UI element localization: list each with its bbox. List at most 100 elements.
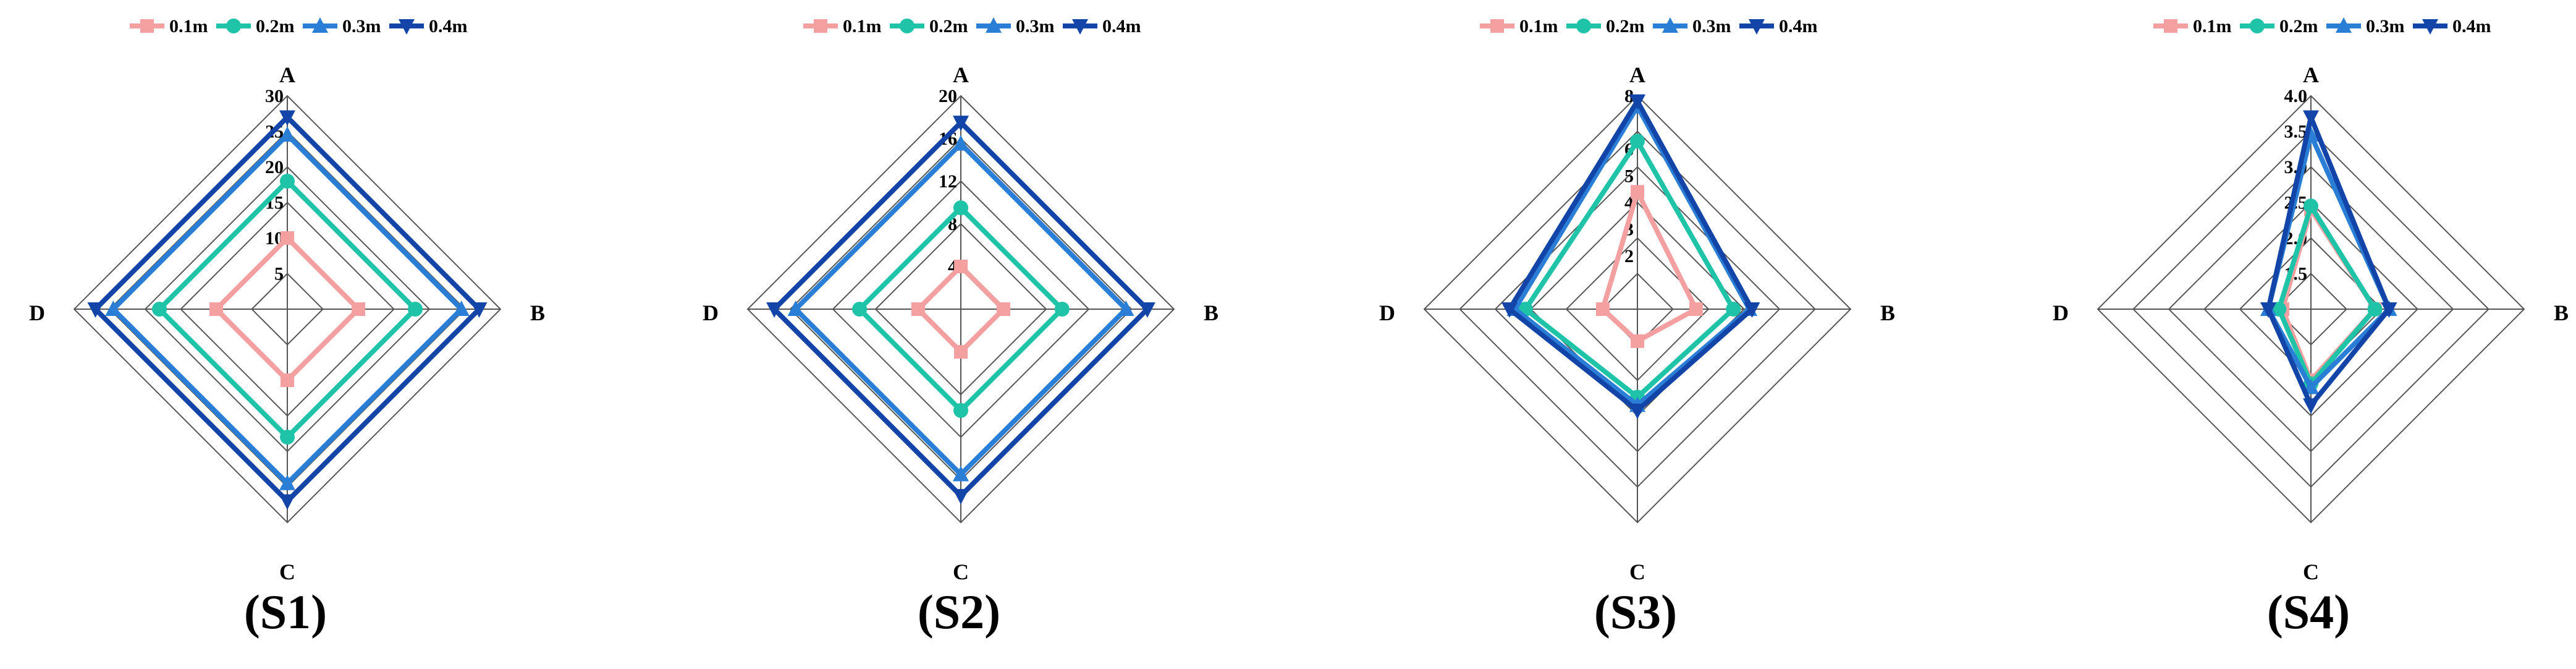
axis-label-a: A — [1629, 62, 1645, 87]
data-point — [1726, 302, 1741, 317]
data-point — [953, 403, 968, 418]
legend-label: 0.3m — [1692, 16, 1731, 36]
axis-label-c: C — [279, 560, 295, 584]
panel-caption-s1: (S1) — [243, 585, 327, 639]
legend-marker — [1072, 19, 1088, 35]
legend-marker — [226, 19, 241, 33]
axis-label-d: D — [2053, 300, 2069, 325]
data-point — [279, 126, 295, 142]
legend-label: 0.1m — [843, 16, 882, 36]
data-point — [152, 302, 167, 317]
data-point — [281, 373, 294, 387]
data-point — [1629, 403, 1645, 419]
data-point — [953, 135, 969, 151]
data-point — [280, 430, 295, 445]
axis-label-b: B — [1880, 300, 1895, 325]
legend-label: 0.1m — [1519, 16, 1558, 36]
data-point — [471, 302, 488, 318]
data-point — [1054, 302, 1070, 317]
data-point — [2367, 302, 2383, 317]
legend-marker — [399, 19, 415, 35]
data-point — [1501, 302, 1518, 318]
data-point — [953, 488, 969, 505]
data-point — [1630, 134, 1645, 149]
axis-label-d: D — [29, 300, 45, 325]
legend-marker — [814, 19, 827, 33]
data-point — [279, 474, 295, 490]
data-point — [997, 302, 1010, 316]
data-point — [279, 494, 295, 510]
data-point — [2271, 302, 2287, 317]
data-point — [105, 300, 122, 316]
data-point — [281, 231, 294, 245]
tick-label: 2 — [1624, 246, 1634, 266]
axis-label-a: A — [2303, 62, 2319, 87]
data-point — [766, 302, 783, 318]
legend-label: 0.2m — [2279, 16, 2318, 36]
axis-label-b: B — [2554, 300, 2569, 325]
legend-label: 0.3m — [342, 16, 381, 36]
data-point — [954, 260, 968, 273]
legend-label: 0.1m — [2193, 16, 2232, 36]
data-point — [1631, 334, 1644, 348]
axis-label-b: B — [1204, 300, 1218, 325]
data-point — [280, 174, 295, 189]
panel-caption-s3: (S3) — [1594, 585, 1678, 639]
legend-label: 0.4m — [429, 16, 468, 36]
legend-label: 0.1m — [169, 16, 208, 36]
data-point — [1118, 300, 1134, 316]
data-point — [87, 302, 104, 318]
data-point — [852, 302, 868, 317]
axis-label-a: A — [953, 62, 969, 87]
data-point — [1689, 302, 1703, 316]
legend-marker — [1749, 19, 1765, 35]
legend-marker — [1662, 17, 1678, 33]
data-point — [2303, 398, 2319, 414]
axis-label-d: D — [703, 300, 719, 325]
tick-label: 30 — [265, 86, 284, 106]
legend-marker — [140, 19, 154, 33]
tick-label: 4.0 — [2284, 86, 2308, 106]
legend-label: 0.3m — [1016, 16, 1055, 36]
tick-label: 20 — [265, 157, 284, 177]
tick-label: 20 — [939, 86, 957, 106]
data-point — [953, 116, 969, 132]
data-point — [911, 302, 925, 316]
data-point — [279, 110, 295, 126]
legend-label: 0.2m — [929, 16, 968, 36]
data-point — [954, 345, 968, 359]
legend-marker — [2422, 19, 2438, 35]
legend-label: 0.3m — [2366, 16, 2405, 36]
axis-label-d: D — [1379, 300, 1395, 325]
tick-label: 12 — [939, 171, 957, 192]
legend-label: 0.2m — [256, 16, 295, 36]
tick-label: 8 — [1624, 86, 1634, 106]
tick-label: 5 — [1624, 166, 1634, 186]
legend-marker — [986, 17, 1002, 33]
legend-marker — [1576, 19, 1591, 33]
data-point — [2303, 110, 2319, 126]
data-point — [408, 302, 423, 317]
data-point — [1629, 94, 1645, 110]
data-point — [2304, 198, 2318, 214]
data-point — [1744, 302, 1760, 318]
legend-marker — [2250, 19, 2265, 33]
axis-label-c: C — [2303, 560, 2319, 584]
data-point — [2381, 302, 2397, 318]
data-point — [787, 300, 804, 316]
legend-marker — [900, 19, 914, 33]
series-line-0-1m — [1600, 189, 1699, 344]
data-point — [209, 302, 223, 316]
axis-label-a: A — [279, 62, 295, 87]
panel-caption-s4: (S4) — [2266, 585, 2350, 639]
legend-label: 0.4m — [2452, 16, 2491, 36]
tick-label: 3.5 — [2284, 122, 2308, 142]
legend-label: 0.2m — [1606, 16, 1645, 36]
data-point — [453, 300, 470, 316]
